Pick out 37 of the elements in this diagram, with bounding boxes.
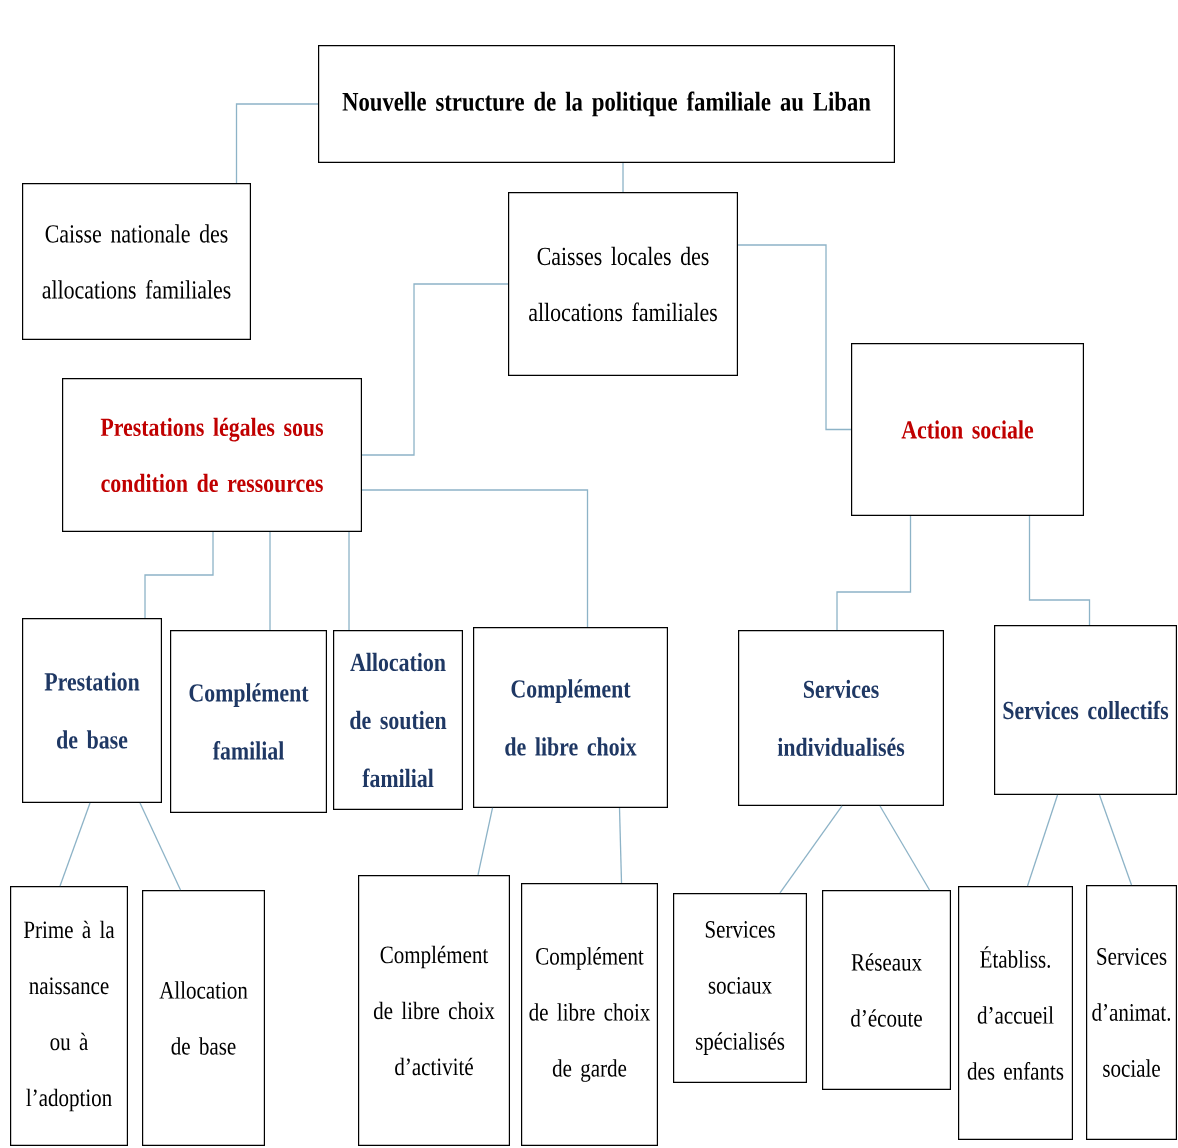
sub-box: Services sociaux spécialisés: [673, 893, 807, 1083]
benefit-box: Services collectifs: [994, 625, 1177, 795]
connector: [59, 802, 91, 887]
category-box: Action sociale: [851, 342, 1084, 516]
connector: [622, 162, 624, 193]
connector: [879, 805, 931, 891]
connector: [361, 283, 509, 456]
box: Caisse nationale des allocations familiales: [22, 183, 251, 340]
connector: [139, 802, 182, 891]
connector: [737, 244, 852, 431]
benefit-box: Services individualisés: [738, 630, 944, 806]
benefit-box: Complément de libre choix: [473, 627, 668, 808]
sub-box: Complément de libre choix d’activité: [358, 875, 510, 1146]
connector: [618, 807, 623, 884]
connector: [836, 515, 912, 631]
benefit-box: Allocation de soutien familial: [333, 630, 463, 810]
connector: [235, 103, 319, 184]
sub-box: Complément de libre choix de garde: [521, 883, 658, 1146]
category-box: Prestations légales sous condition de ressources: [62, 378, 362, 532]
sub-box: Prime à la naissance ou à l’adoption: [10, 886, 128, 1146]
box: Caisses locales des allocations familiales: [508, 192, 738, 376]
title-box: Nouvelle structure de la politique familiale au Liban: [318, 45, 895, 163]
connector: [1028, 515, 1091, 626]
connector: [1098, 794, 1133, 886]
connector: [1026, 794, 1059, 887]
sub-box: Réseaux d’écoute: [822, 890, 951, 1090]
benefit-box: Prestation de base: [22, 618, 162, 803]
connector: [477, 807, 494, 876]
sub-box: Établiss. d’accueil des enfants: [958, 886, 1073, 1140]
sub-box: Services d’animat. sociale: [1086, 885, 1177, 1140]
connector: [779, 805, 843, 894]
connector: [269, 531, 271, 631]
connector: [361, 489, 589, 628]
sub-box: Allocation de base: [142, 890, 265, 1146]
connector: [144, 531, 214, 619]
connector: [348, 531, 350, 631]
benefit-box: Complément familial: [170, 630, 327, 813]
